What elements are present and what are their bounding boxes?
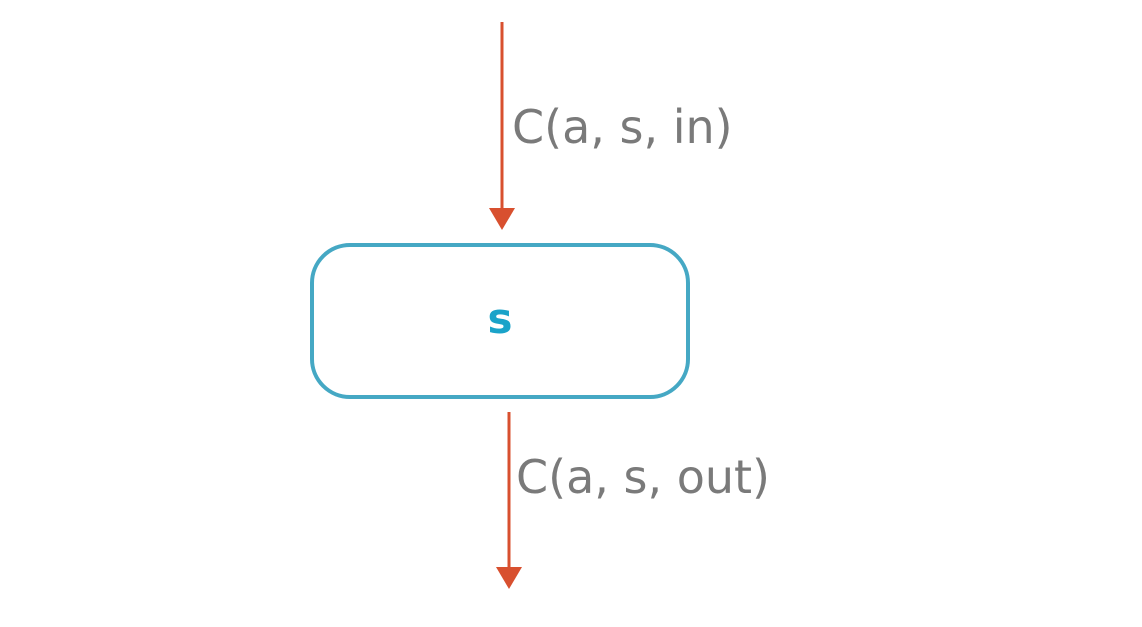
outgoing-arrow: [496, 412, 522, 589]
incoming-edge-label: C(a, s, in): [512, 100, 733, 154]
outgoing-edge-label: C(a, s, out): [516, 450, 770, 504]
incoming-arrow: [489, 22, 515, 230]
state-node-label: s: [487, 293, 513, 343]
state-node: s: [310, 243, 690, 399]
